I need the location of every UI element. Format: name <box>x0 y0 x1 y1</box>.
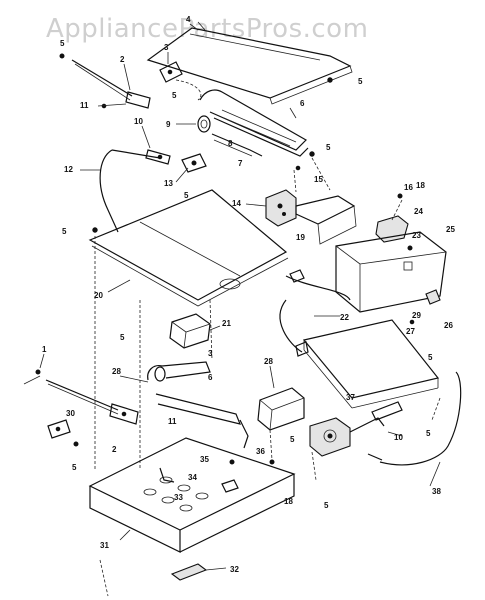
part-3-bracket-upper[interactable] <box>159 61 202 101</box>
part-36-pilot-fitting[interactable] <box>239 419 249 449</box>
part-13-bracket[interactable] <box>181 153 207 173</box>
part-20-burner-plate[interactable] <box>88 189 289 307</box>
part-6-lower-burner[interactable] <box>147 361 211 382</box>
part-34-bracket[interactable] <box>221 479 239 493</box>
callout-6: 6 <box>300 99 305 108</box>
callout-19: 19 <box>296 233 305 242</box>
part-15-screw[interactable] <box>295 165 301 171</box>
part-10-connector[interactable] <box>145 149 171 165</box>
callout-14: 14 <box>232 199 241 208</box>
callout-1: 1 <box>42 345 47 354</box>
callout-26: 26 <box>444 321 453 330</box>
callout-labels: 4 2 3 5 5 5 11 6 9 8 7 10 12 13 5 15 5 1… <box>42 15 455 574</box>
part-9-burner-orifice[interactable] <box>197 115 211 133</box>
callout-18: 18 <box>284 497 293 506</box>
callout-5: 5 <box>326 143 331 152</box>
part-2-electrode-lower[interactable] <box>45 379 139 425</box>
part-23-screw[interactable] <box>407 245 413 251</box>
part-5-screw[interactable] <box>92 227 98 233</box>
part-18-screw[interactable] <box>269 459 275 465</box>
callout-5: 5 <box>324 501 329 510</box>
callout-6: 6 <box>208 373 213 382</box>
callout-7: 7 <box>238 159 243 168</box>
part-5-screw[interactable] <box>327 77 333 83</box>
callout-5: 5 <box>358 77 363 86</box>
part-7-burner-tube[interactable] <box>211 133 263 157</box>
callout-38: 38 <box>432 487 441 496</box>
callout-3: 3 <box>164 43 169 52</box>
callout-36: 36 <box>256 447 265 456</box>
callout-28: 28 <box>112 367 121 376</box>
part-38-gas-tube[interactable] <box>367 371 462 466</box>
callout-15: 15 <box>314 175 323 184</box>
part-22-wire-harness[interactable] <box>279 269 351 357</box>
callout-13: 13 <box>164 179 173 188</box>
part-19-cover[interactable] <box>295 195 357 245</box>
callout-11: 11 <box>168 417 177 426</box>
callout-3: 3 <box>208 349 213 358</box>
callout-25: 25 <box>446 225 455 234</box>
callout-12: 12 <box>64 165 73 174</box>
part-32-foot[interactable] <box>170 563 208 581</box>
callout-5: 5 <box>426 429 431 438</box>
callout-5: 5 <box>60 39 65 48</box>
callout-24: 24 <box>414 207 423 216</box>
part-21-junction-box[interactable] <box>169 313 211 349</box>
part-12-ignitor-lead[interactable] <box>99 149 161 233</box>
part-28-valve-bracket[interactable] <box>257 387 305 431</box>
part-27-screw[interactable] <box>409 319 415 325</box>
callout-34: 34 <box>188 473 197 482</box>
callout-10: 10 <box>394 433 403 442</box>
callout-5: 5 <box>428 353 433 362</box>
part-37-gas-valve[interactable] <box>309 417 385 457</box>
callout-4: 4 <box>186 15 191 24</box>
callout-29: 29 <box>412 311 421 320</box>
callout-30: 30 <box>66 409 75 418</box>
callout-9: 9 <box>166 120 171 129</box>
callout-27: 27 <box>406 327 415 336</box>
callout-31: 31 <box>100 541 109 550</box>
part-31-base-pan[interactable] <box>88 437 296 553</box>
part-5-screw[interactable] <box>309 151 315 157</box>
callout-22: 22 <box>340 313 349 322</box>
part-4-top-panel[interactable] <box>146 21 353 105</box>
callout-5: 5 <box>172 91 177 100</box>
part-30-bracket[interactable] <box>47 419 71 439</box>
callout-21: 21 <box>222 319 231 328</box>
callout-8: 8 <box>228 139 233 148</box>
part-16-screw[interactable] <box>397 193 403 199</box>
callout-10: 10 <box>134 117 143 126</box>
callout-33: 33 <box>174 493 183 502</box>
callout-37: 37 <box>346 393 355 402</box>
callout-18: 18 <box>416 181 425 190</box>
callout-28: 28 <box>264 357 273 366</box>
callout-5: 5 <box>184 191 189 200</box>
callout-35: 35 <box>200 455 209 464</box>
part-10-orifice-fitting[interactable] <box>371 401 403 421</box>
part-35-screw[interactable] <box>229 459 235 465</box>
part-33-hanger[interactable] <box>159 467 175 483</box>
callout-5: 5 <box>120 333 125 342</box>
callout-5: 5 <box>62 227 67 236</box>
part-1-screw[interactable] <box>35 369 41 375</box>
part-2-electrode-upper[interactable] <box>59 53 151 109</box>
part-28-manifold-tube[interactable] <box>155 393 241 425</box>
callout-11: 11 <box>80 101 89 110</box>
callout-23: 23 <box>412 231 421 240</box>
callout-5: 5 <box>72 463 77 472</box>
callout-2: 2 <box>120 55 125 64</box>
watermark-text: AppliancePartsPros.com <box>46 14 369 44</box>
part-26-clip[interactable] <box>425 289 441 305</box>
part-6-upper-burner[interactable] <box>199 89 309 157</box>
callout-2: 2 <box>112 445 117 454</box>
callout-16: 16 <box>404 183 413 192</box>
part-14-spark-module[interactable] <box>265 189 297 227</box>
part-29-support-bracket[interactable] <box>302 319 440 409</box>
callout-32: 32 <box>230 565 239 574</box>
leader-lines <box>23 23 441 571</box>
callout-20: 20 <box>94 291 103 300</box>
callout-5: 5 <box>290 435 295 444</box>
part-5-screw[interactable] <box>73 441 79 447</box>
